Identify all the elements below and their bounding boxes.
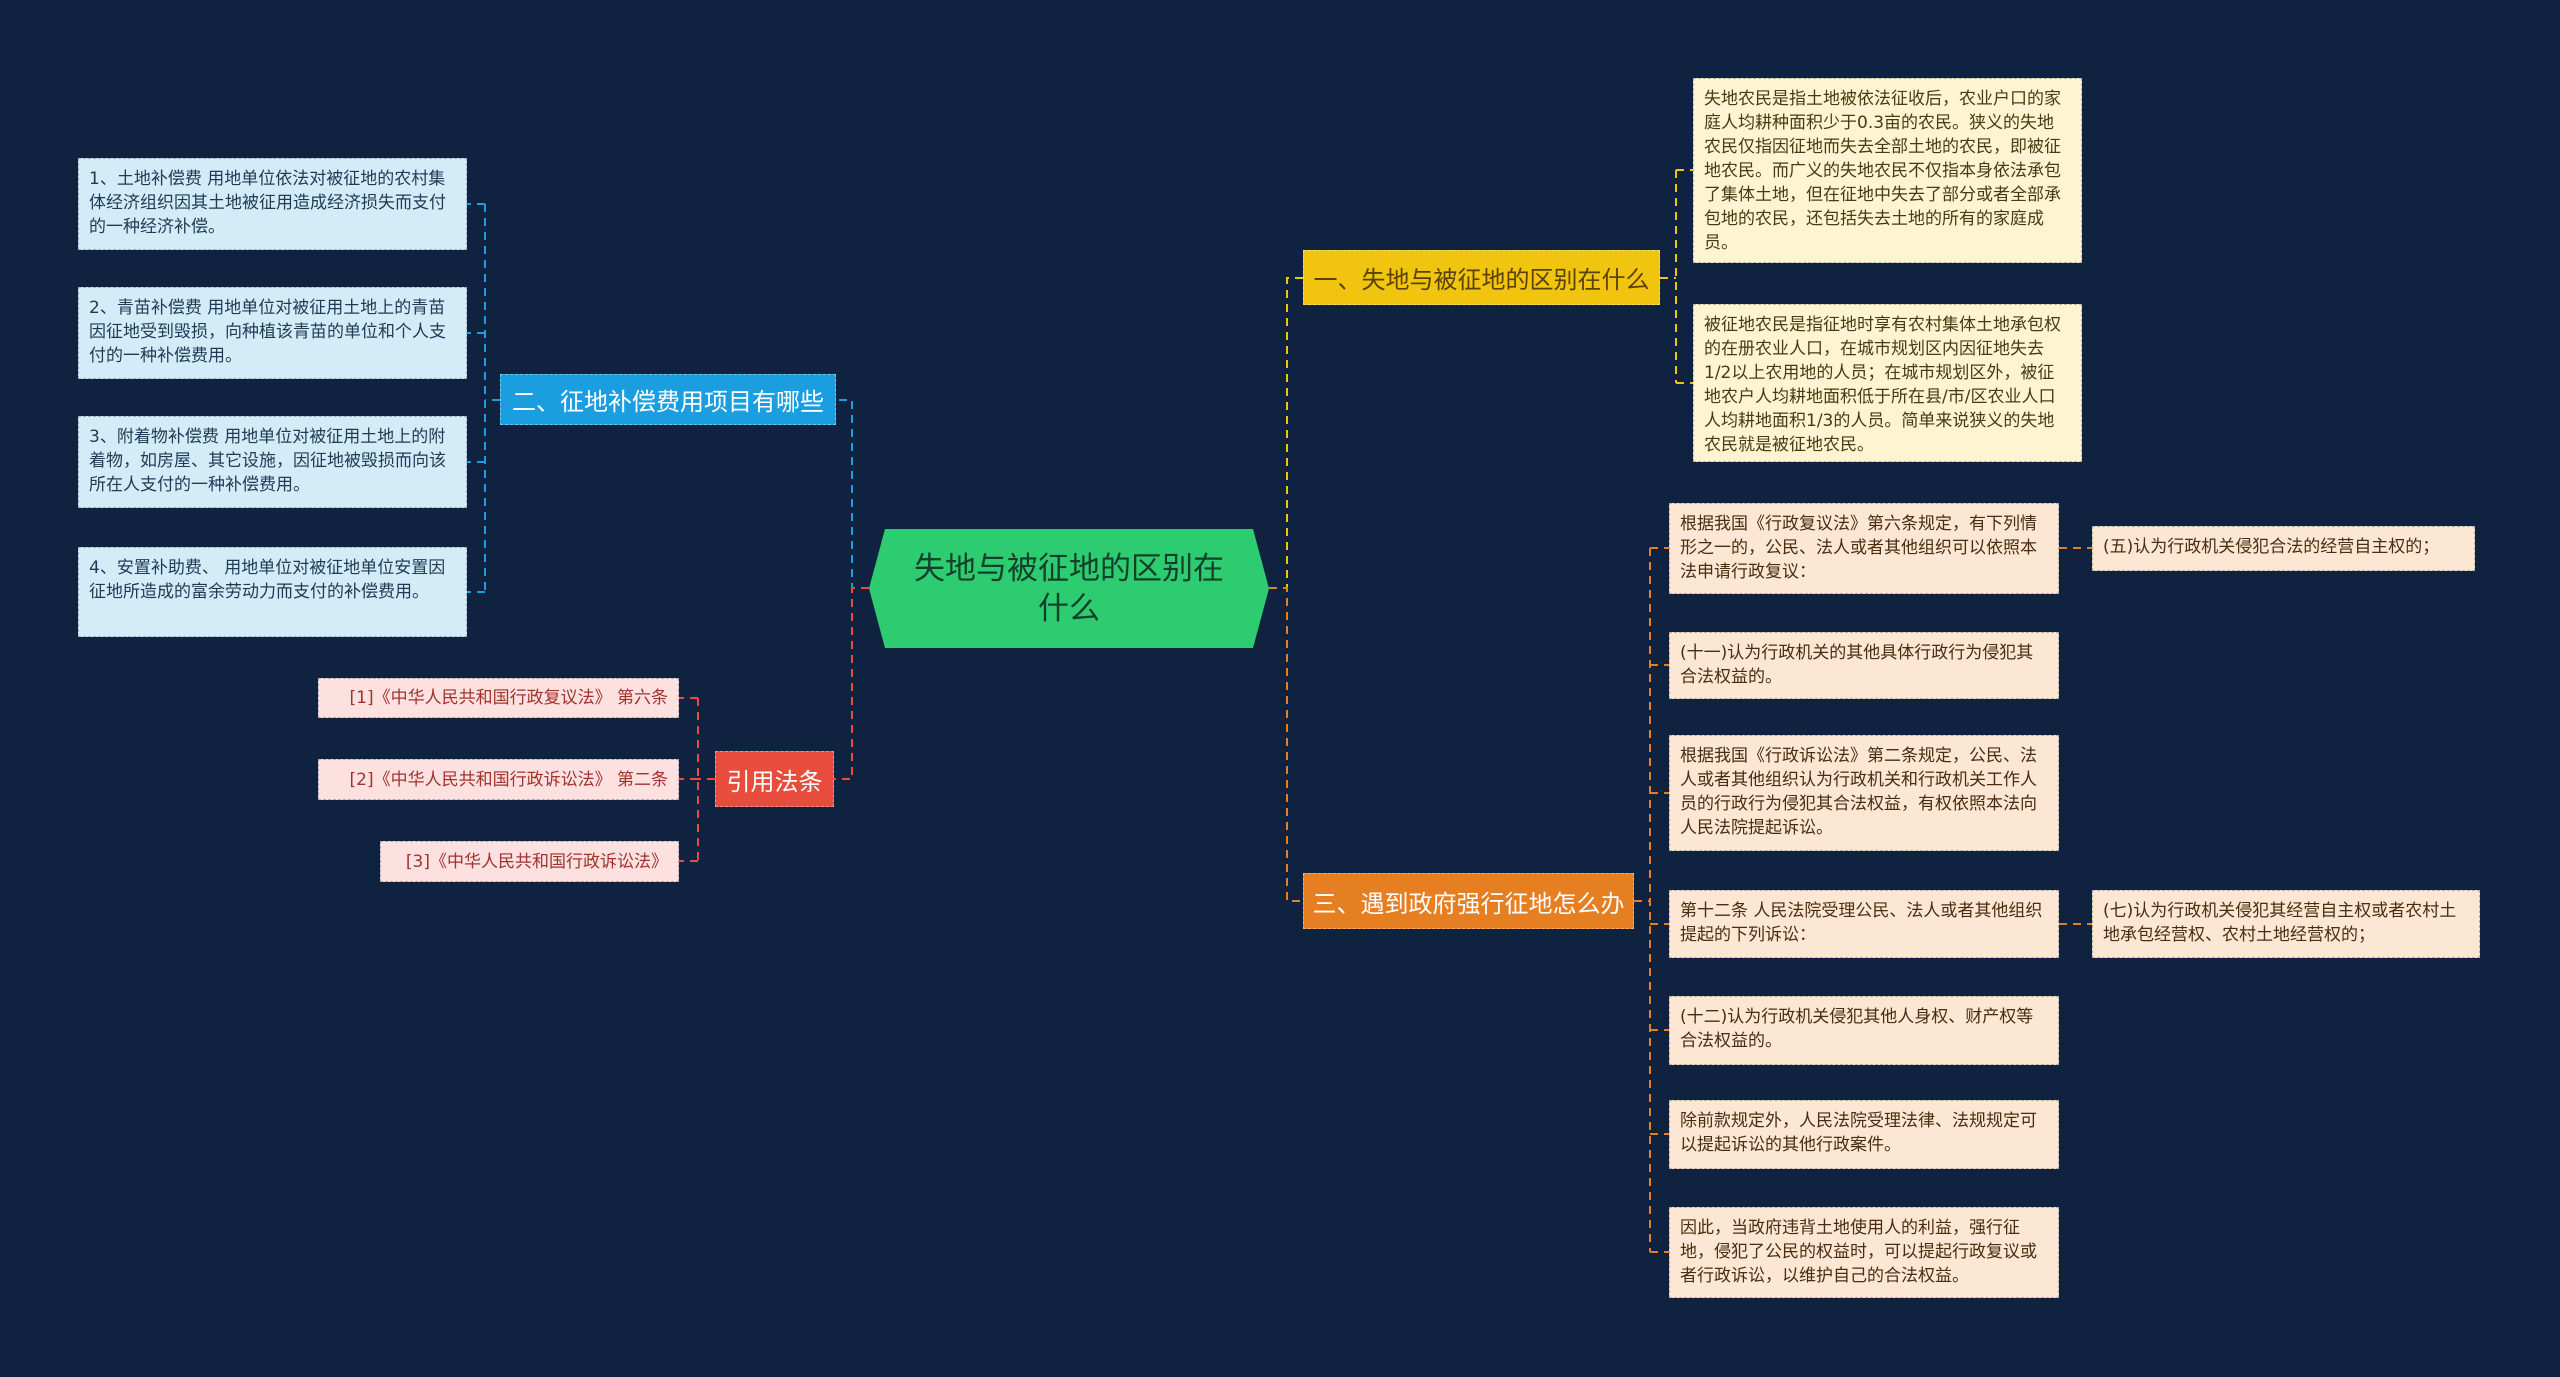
legal-sub-detail-five[interactable]: (五)认为行政机关侵犯合法的经营自主权的；: [2092, 526, 2475, 571]
central-topic[interactable]: 失地与被征地的区别在什么: [869, 529, 1269, 648]
compensation-item[interactable]: 2、青苗补偿费 用地单位对被征用土地上的青苗因征地受到毁损，向种植该青苗的单位和…: [78, 287, 467, 379]
branch-difference[interactable]: 一、失地与被征地的区别在什么: [1303, 250, 1660, 305]
branch-label: 引用法条: [726, 767, 823, 796]
compensation-item[interactable]: 3、附着物补偿费 用地单位对被征用土地上的附着物，如房屋、其它设施，因征地被毁损…: [78, 416, 467, 508]
legal-detail[interactable]: 根据我国《行政复议法》第六条规定，有下列情形之一的，公民、法人或者其他组织可以依…: [1669, 503, 2059, 594]
central-topic-label: 失地与被征地的区别在什么: [914, 550, 1224, 627]
branch-cited-laws[interactable]: 引用法条: [715, 751, 834, 807]
legal-detail[interactable]: (十二)认为行政机关侵犯其他人身权、财产权等合法权益的。: [1669, 996, 2059, 1065]
branch-label: 二、征地补偿费用项目有哪些: [512, 388, 824, 416]
legal-detail[interactable]: 第十二条 人民法院受理公民、法人或者其他组织提起的下列诉讼：: [1669, 890, 2059, 958]
difference-detail[interactable]: 被征地农民是指征地时享有农村集体土地承包权的在册农业人口，在城市规划区内因征地失…: [1693, 304, 2082, 462]
branch-compensation-items[interactable]: 二、征地补偿费用项目有哪些: [500, 374, 836, 425]
compensation-item[interactable]: 4、安置补助费、 用地单位对被征地单位安置因征地所造成的富余劳动力而支付的补偿费…: [78, 547, 467, 637]
law-reference[interactable]: [2]《中华人民共和国行政诉讼法》 第二条: [318, 759, 679, 800]
difference-detail[interactable]: 失地农民是指土地被依法征收后，农业户口的家庭人均耕种面积少于0.3亩的农民。狭义…: [1693, 78, 2082, 263]
legal-detail[interactable]: 根据我国《行政诉讼法》第二条规定，公民、法人或者其他组织认为行政机关和行政机关工…: [1669, 735, 2059, 851]
legal-detail[interactable]: 因此，当政府违背土地使用人的利益，强行征地，侵犯了公民的权益时，可以提起行政复议…: [1669, 1207, 2059, 1298]
legal-detail[interactable]: 除前款规定外，人民法院受理法律、法规规定可以提起诉讼的其他行政案件。: [1669, 1100, 2059, 1169]
branch-label: 三、遇到政府强行征地怎么办: [1312, 889, 1625, 918]
law-reference[interactable]: [3]《中华人民共和国行政诉讼法》: [380, 841, 679, 882]
branch-label: 一、失地与被征地的区别在什么: [1313, 266, 1650, 294]
compensation-item[interactable]: 1、土地补偿费 用地单位依法对被征地的农村集体经济组织因其土地被征用造成经济损失…: [78, 158, 467, 250]
legal-sub-detail-seven[interactable]: (七)认为行政机关侵犯其经营自主权或者农村土地承包经营权、农村土地经营权的；: [2092, 890, 2480, 958]
legal-detail[interactable]: (十一)认为行政机关的其他具体行政行为侵犯其合法权益的。: [1669, 632, 2059, 699]
law-reference[interactable]: [1]《中华人民共和国行政复议法》 第六条: [318, 678, 679, 718]
branch-forced-expropriation[interactable]: 三、遇到政府强行征地怎么办: [1303, 873, 1634, 929]
